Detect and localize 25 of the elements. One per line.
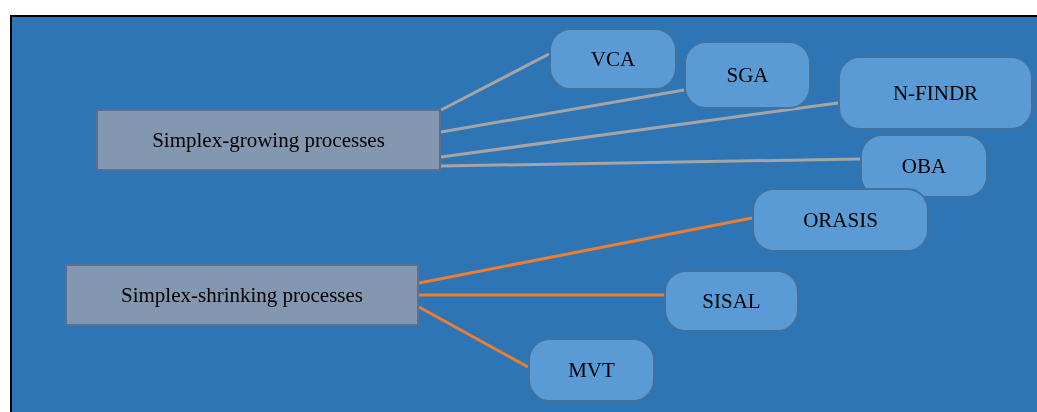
connector-line <box>418 305 529 369</box>
node-label: Simplex-shrinking processes <box>120 282 364 308</box>
method-box <box>549 28 677 90</box>
connector-line <box>419 293 664 297</box>
connector-line <box>440 101 839 159</box>
method-box <box>752 188 929 252</box>
node-label: MVT <box>568 357 615 383</box>
method-box <box>838 56 1033 130</box>
node-label: SGA <box>726 62 769 88</box>
connector-line <box>440 52 550 112</box>
method-box <box>528 338 655 402</box>
method-box <box>860 134 988 198</box>
method-box <box>684 41 811 109</box>
connector-line <box>440 88 685 134</box>
node-label: N-FINDR <box>892 80 979 106</box>
connector-line <box>440 157 861 168</box>
method-box <box>664 270 799 332</box>
process-box <box>96 109 441 171</box>
node-label: SISAL <box>702 288 761 314</box>
node-label: Simplex-growing processes <box>152 127 385 153</box>
node-label: VCA <box>590 46 636 72</box>
process-box <box>65 264 419 326</box>
connector-line <box>418 216 753 285</box>
node-label: ORASIS <box>803 207 878 233</box>
node-label: OBA <box>901 153 947 179</box>
